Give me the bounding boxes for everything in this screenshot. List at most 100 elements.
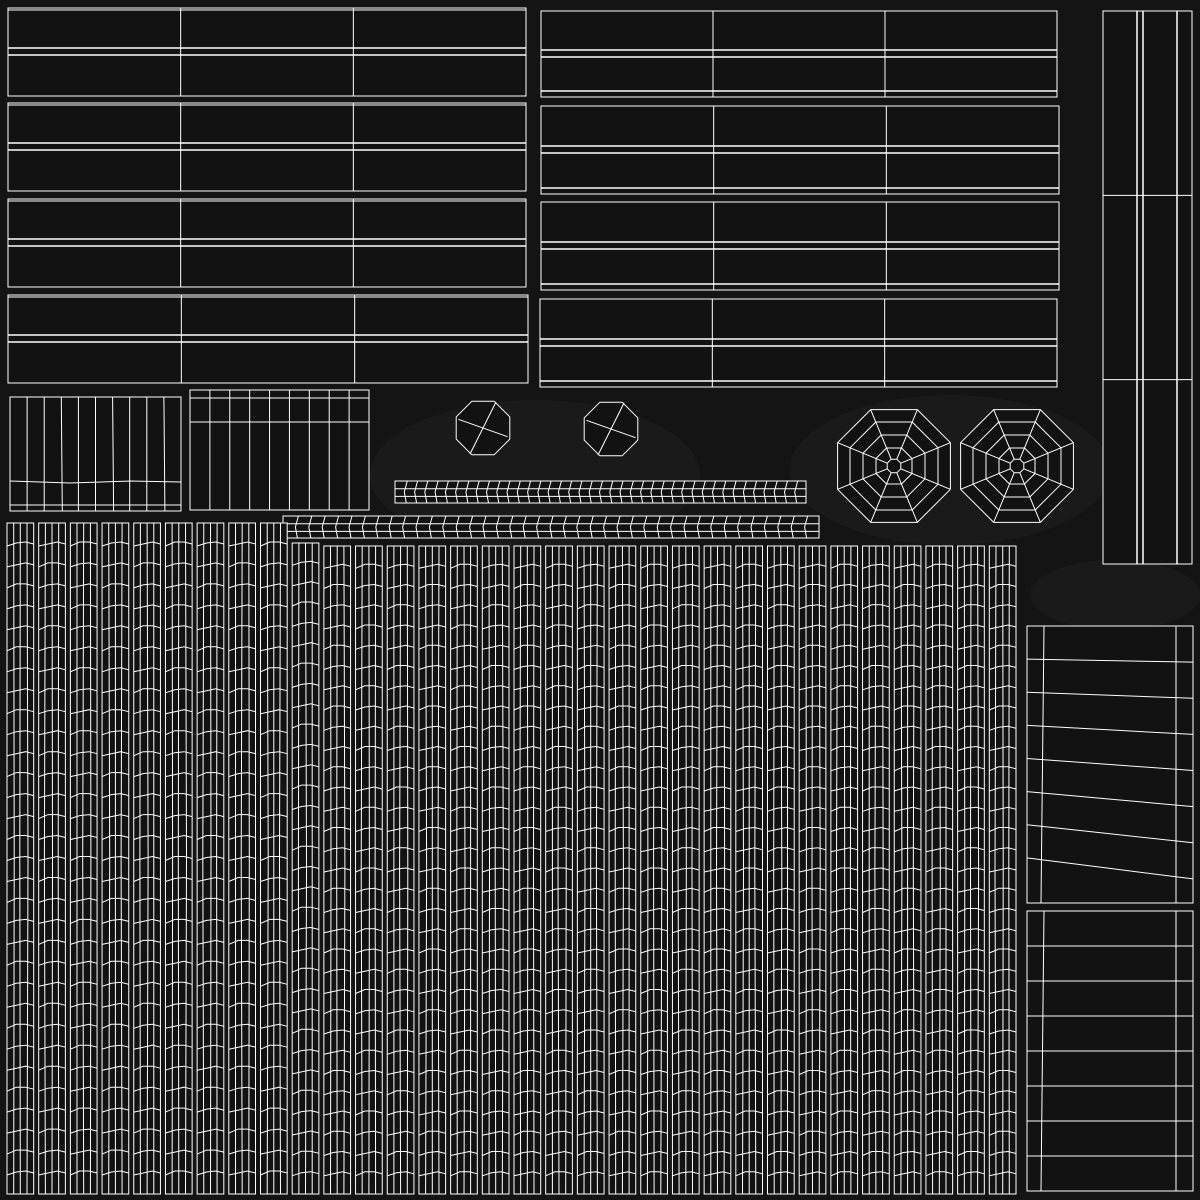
octagon-diagonal — [597, 402, 625, 456]
grid-row-line — [513, 827, 541, 832]
grid-row-line — [260, 688, 288, 694]
strip-division — [348, 515, 353, 539]
grid-row-line — [799, 1029, 827, 1035]
grid-row-line — [6, 1086, 34, 1092]
grid-row-line — [703, 786, 731, 792]
grid-row-line — [196, 835, 224, 840]
grid-row-line — [482, 685, 510, 691]
grid-row-line — [6, 960, 34, 966]
grid-row-line — [38, 897, 66, 903]
grid-row-line — [450, 644, 478, 650]
grid-row-line — [672, 988, 700, 994]
grid-row-line — [767, 705, 795, 711]
strip-division — [640, 480, 645, 504]
grid-row-line — [767, 1049, 795, 1055]
grid-row-line — [608, 624, 636, 630]
grid-row-line — [101, 897, 129, 903]
grid-row-line — [38, 834, 66, 840]
grid-row-line — [577, 745, 605, 751]
grid-row-line — [165, 772, 193, 778]
grid-sub-line — [343, 545, 346, 1195]
grid-row-line — [70, 562, 98, 568]
grid-row-line — [165, 981, 193, 987]
grid-row-line — [387, 1029, 415, 1035]
grid-row-line — [767, 1151, 795, 1156]
grid-row-line — [260, 667, 288, 673]
strip-division — [701, 480, 706, 504]
grid-row-line — [418, 827, 446, 832]
grid-row-line — [323, 1009, 351, 1015]
grid-sub-line — [210, 522, 212, 1195]
grid-row-line — [38, 541, 66, 547]
grid-row-line — [894, 887, 922, 893]
grid-row-line — [989, 1171, 1017, 1177]
lower-panel-row-line — [1026, 791, 1194, 808]
grid-sub-line — [248, 522, 250, 1195]
grid-row-line — [165, 834, 193, 840]
grid-row-line — [260, 751, 288, 757]
grid-row-line — [894, 928, 922, 934]
grid-row-line — [545, 1110, 573, 1116]
left-plank-3 — [7, 294, 529, 384]
grid-row-line — [735, 867, 763, 873]
grid-row-line — [70, 772, 98, 778]
grid-row-line — [545, 887, 573, 893]
grid-row-line — [799, 1150, 827, 1156]
strip-division — [537, 480, 542, 504]
grid-row-line — [482, 1110, 510, 1116]
octagon-spoke — [837, 442, 888, 464]
grid-row-line — [196, 918, 224, 924]
grid-row-line — [513, 604, 541, 610]
grid-row-line — [830, 806, 858, 812]
grid-row-line — [355, 1009, 383, 1015]
grid-row-line — [830, 867, 858, 873]
lower-panel-row-line — [1026, 691, 1194, 699]
grid-row-line — [482, 1009, 510, 1015]
grid-row-line — [957, 1110, 985, 1116]
grid-row-line — [640, 907, 668, 913]
grid-row-line — [672, 1009, 700, 1015]
grid-row-line — [957, 745, 985, 751]
octagon-spoke — [870, 409, 892, 460]
grid-row-line — [133, 541, 161, 547]
grid-row-line — [799, 867, 827, 873]
strip-division — [388, 515, 393, 539]
grid-row-line — [830, 928, 858, 934]
grid-row-line — [165, 646, 193, 652]
grid-row-line — [830, 887, 858, 893]
grid-row-line — [196, 1128, 224, 1134]
grid-row-line — [196, 1086, 224, 1092]
grid-row-line — [38, 855, 66, 861]
grid-row-line — [799, 563, 827, 569]
strip-division — [485, 480, 490, 504]
grid-row-line — [6, 1128, 34, 1134]
right-plank-3 — [539, 298, 1058, 388]
grid-row-line — [482, 1090, 510, 1096]
grid-row-line — [387, 867, 415, 873]
strip-division — [557, 480, 562, 504]
lower-panel-row-line — [1026, 658, 1194, 663]
grid-row-line — [101, 1170, 129, 1176]
strip-division — [696, 515, 701, 539]
grid-row-line — [6, 1065, 34, 1071]
grid-row-line — [38, 751, 66, 757]
grid-row-line — [672, 786, 700, 792]
grid-row-line — [957, 665, 985, 670]
grid-row-line — [70, 730, 98, 736]
grid-row-line — [260, 1128, 288, 1134]
grid-row-line — [672, 604, 700, 610]
grid-sub-line — [266, 522, 269, 1195]
grid-column-31 — [988, 545, 1017, 1195]
grid-row-line — [418, 745, 446, 751]
grid-row-line — [418, 928, 446, 934]
grid-row-line — [482, 867, 510, 873]
grid-row-line — [228, 1065, 256, 1071]
grid-row-line — [6, 1044, 34, 1050]
grid-sub-line — [406, 545, 409, 1195]
grid-row-line — [6, 793, 34, 799]
grid-row-line — [767, 908, 795, 913]
grid-row-line — [640, 826, 668, 832]
grid-row-line — [957, 948, 985, 954]
grid-row-line — [355, 1049, 383, 1055]
grid-row-line — [894, 644, 922, 650]
